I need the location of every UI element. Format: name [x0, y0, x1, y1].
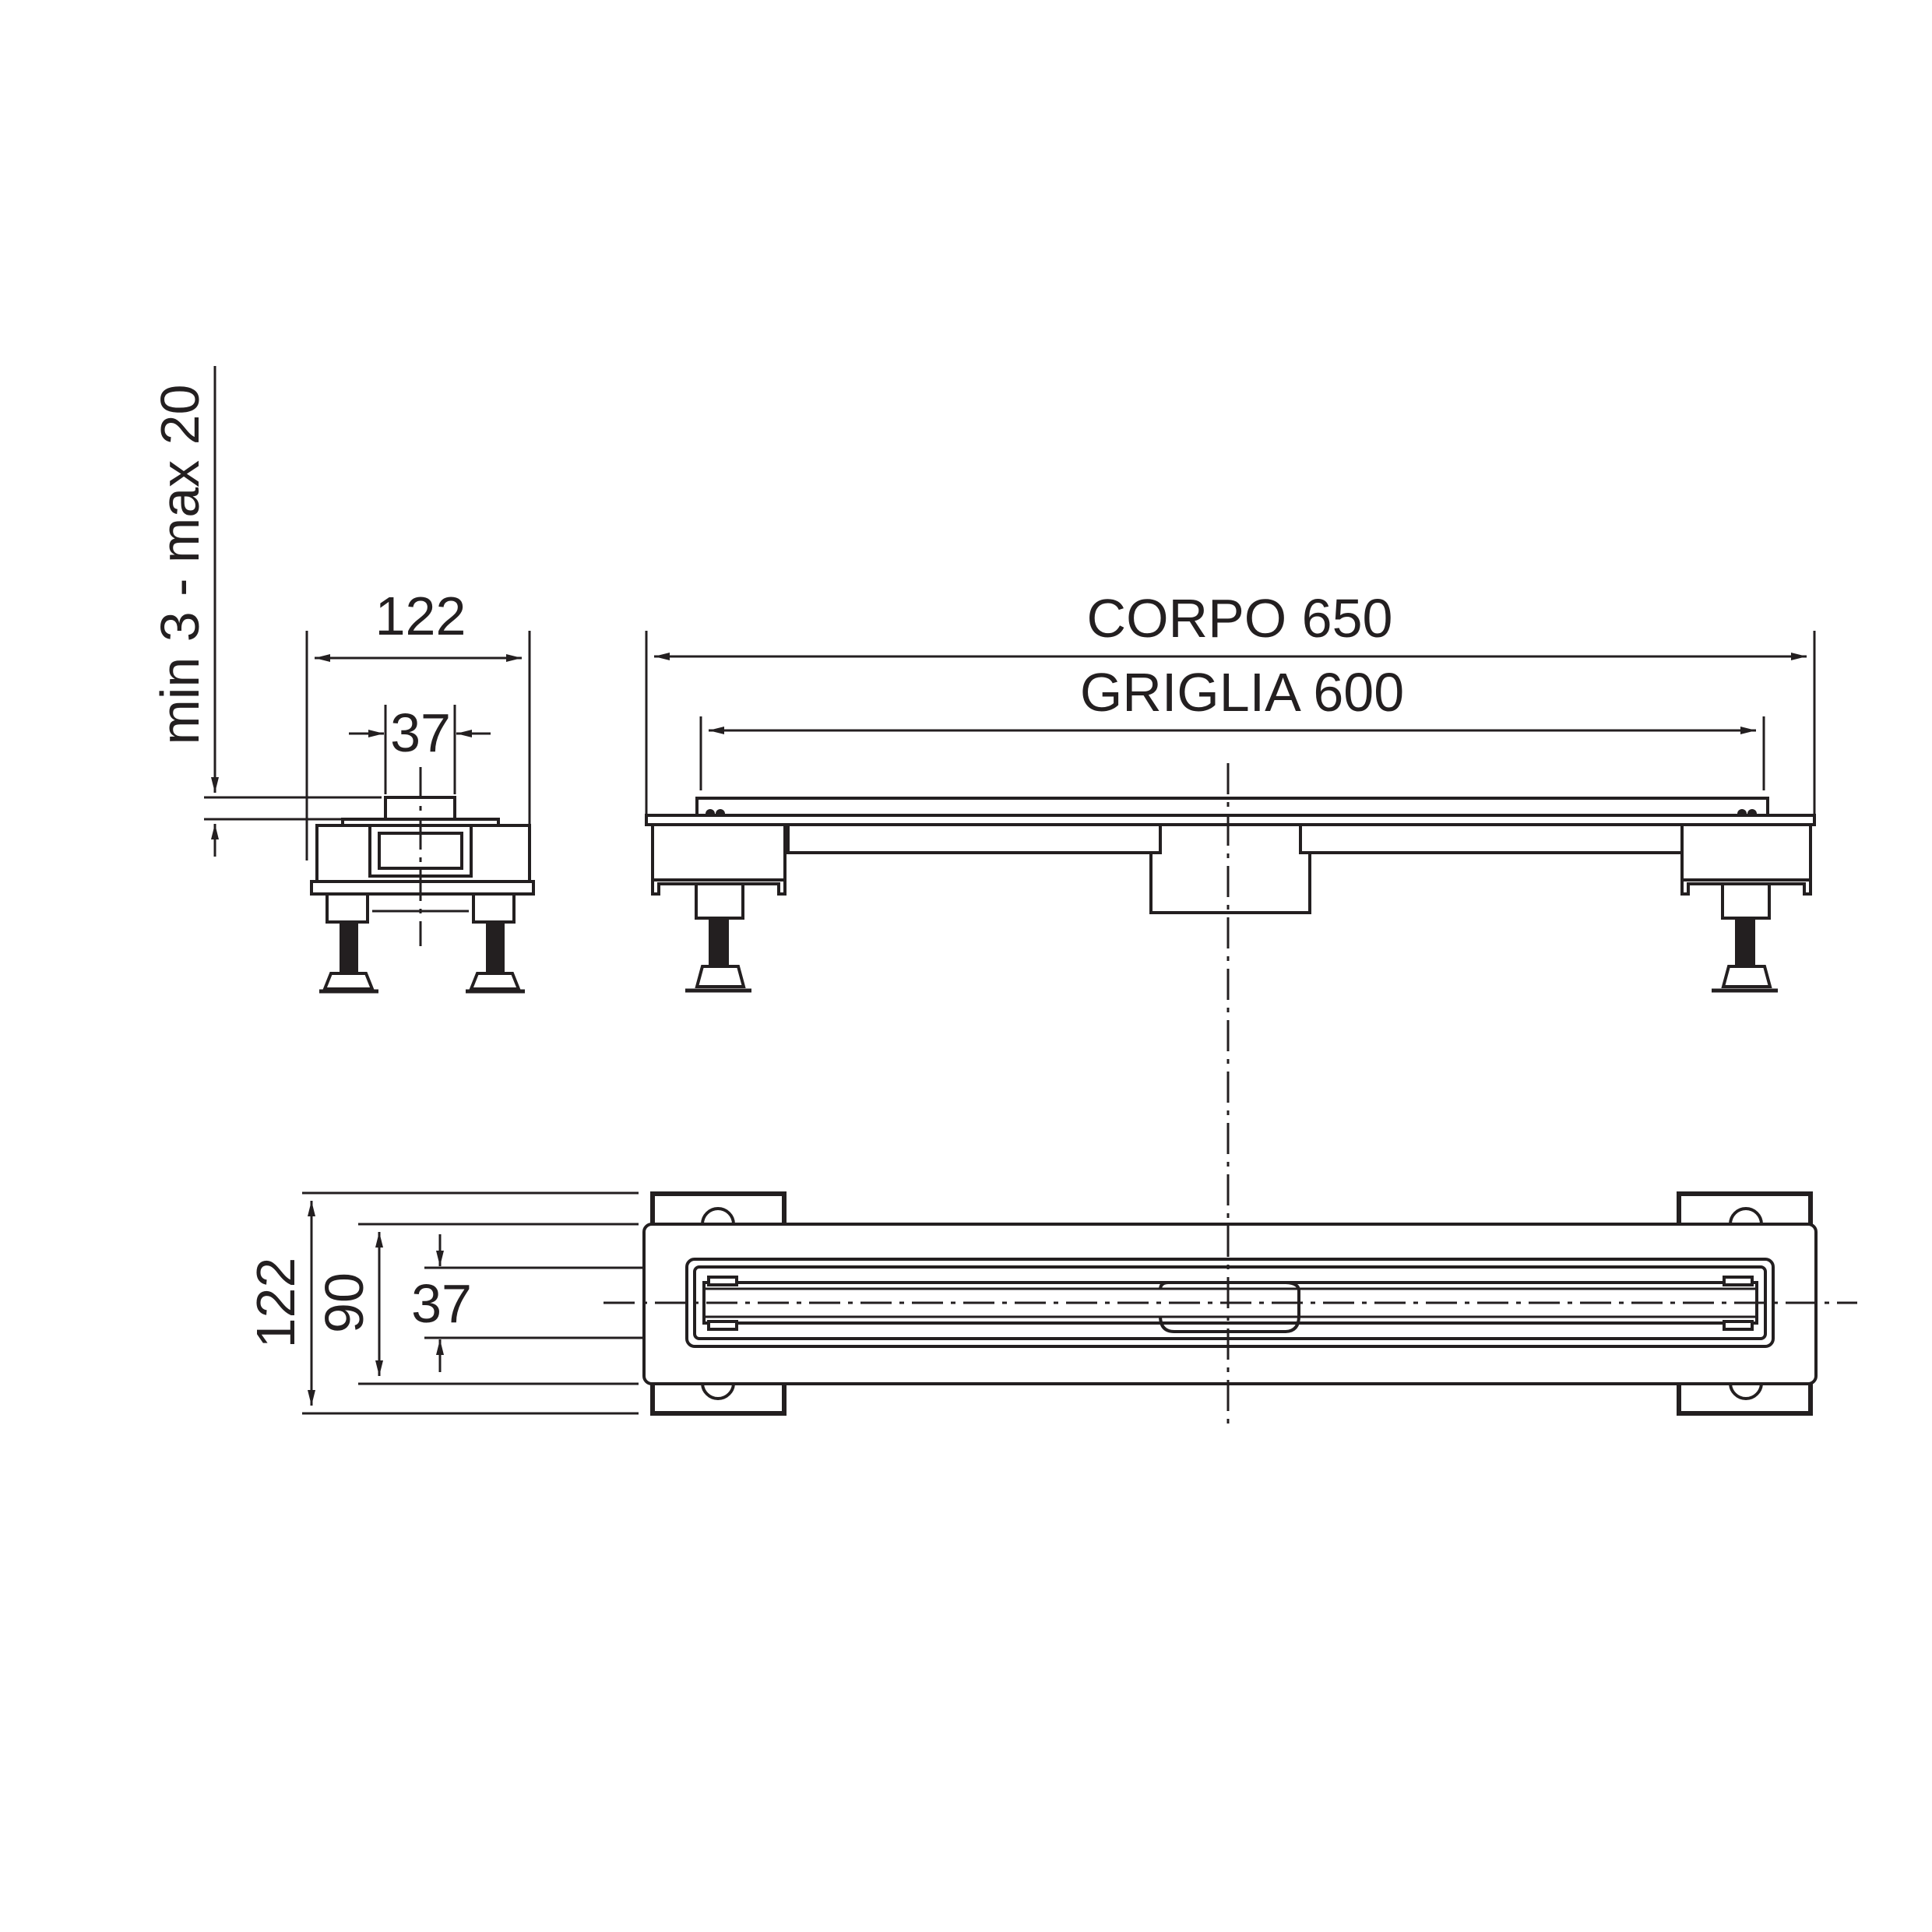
- dim-side-width: 122: [375, 586, 466, 646]
- dim-plan-body-width: 90: [314, 1272, 375, 1333]
- plan-bracket-bl: [650, 1366, 787, 1416]
- dim-plan-slot-width: 37: [411, 1273, 472, 1334]
- plan-bracket-tr: [1677, 1191, 1813, 1241]
- plan-bracket-tl: [650, 1191, 787, 1241]
- dim-plan-width: 122: [245, 1258, 306, 1349]
- side-view: [204, 366, 535, 994]
- front-view: [645, 631, 1816, 993]
- plan-bracket-br: [1677, 1366, 1813, 1416]
- dim-grate-length: GRIGLIA 600: [1080, 662, 1404, 723]
- dim-side-height-range: min 3 - max 20: [150, 385, 210, 745]
- dim-side-inner: 37: [390, 702, 451, 763]
- dim-body-length: CORPO 650: [1087, 588, 1393, 649]
